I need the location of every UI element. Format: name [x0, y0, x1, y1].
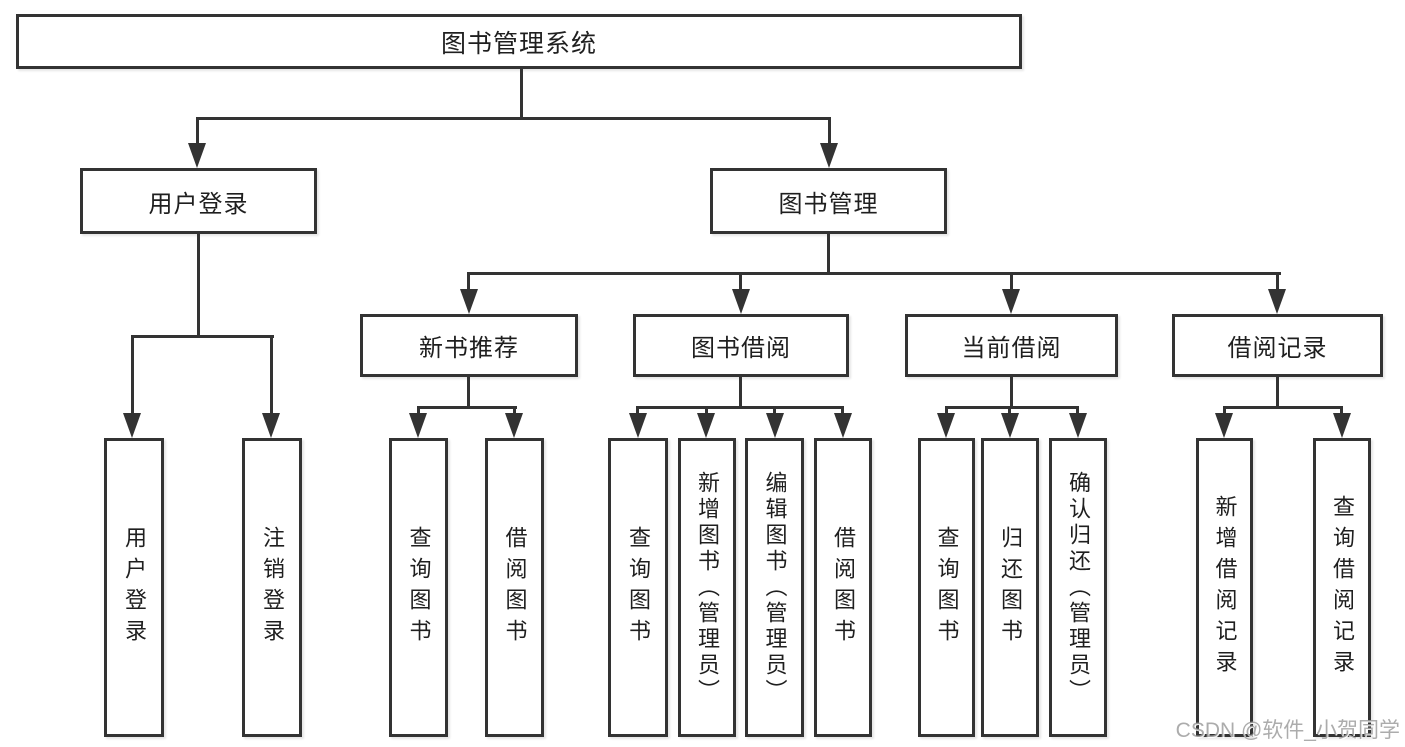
node-library-management-system: 图书管理系统	[16, 14, 1022, 69]
leaf-logout-login: 注销登录	[242, 438, 302, 737]
arrow-down-icon	[697, 413, 715, 438]
node-label: 借阅图书	[502, 525, 528, 650]
arrow-down-icon	[629, 413, 647, 438]
node-borrowing-records: 借阅记录	[1172, 314, 1383, 377]
connector-line	[467, 376, 470, 408]
arrow-down-icon	[505, 413, 523, 438]
arrow-down-icon	[937, 413, 955, 438]
node-label: 借阅图书	[831, 525, 856, 650]
connector-line	[417, 406, 517, 409]
arrow-down-icon	[1001, 413, 1019, 438]
node-label: 新增借阅记录	[1212, 494, 1238, 681]
node-new-book-recommendation: 新书推荐	[360, 314, 578, 377]
node-label: 确认归还（管理员）	[1066, 470, 1091, 705]
csdn-watermark: CSDN @软件_小贺同学	[1175, 719, 1400, 742]
connector-line	[467, 272, 470, 291]
connector-line	[1223, 406, 1343, 409]
connector-line	[1010, 376, 1013, 408]
leaf-borrow-books-recommend: 借阅图书	[485, 438, 544, 737]
arrow-down-icon	[1333, 413, 1351, 438]
arrow-down-icon	[123, 413, 141, 438]
connector-line	[1076, 406, 1079, 415]
leaf-query-books-recommend: 查询图书	[389, 438, 448, 737]
connector-line	[1223, 406, 1226, 415]
connector-line	[520, 68, 523, 119]
connector-line	[467, 272, 1281, 275]
connector-line	[1340, 406, 1343, 415]
arrow-down-icon	[460, 289, 478, 314]
arrow-down-icon	[1215, 413, 1233, 438]
node-label: 查询图书	[626, 525, 651, 650]
node-label: 归还图书	[998, 525, 1023, 650]
connector-line	[773, 406, 776, 415]
node-book-management: 图书管理	[710, 168, 947, 234]
leaf-add-books-admin: 新增图书（管理员）	[678, 438, 736, 737]
connector-line	[739, 376, 742, 408]
connector-line	[945, 406, 948, 415]
connector-line	[196, 117, 199, 145]
connector-line	[1010, 272, 1013, 291]
arrow-down-icon	[1002, 289, 1020, 314]
node-current-borrowing: 当前借阅	[905, 314, 1118, 377]
connector-line	[828, 117, 831, 145]
arrow-down-icon	[1069, 413, 1087, 438]
arrow-down-icon	[766, 413, 784, 438]
arrow-down-icon	[262, 413, 280, 438]
node-label: 查询图书	[934, 525, 960, 650]
leaf-borrow-books-borrowing: 借阅图书	[814, 438, 872, 737]
leaf-edit-books-admin: 编辑图书（管理员）	[745, 438, 804, 737]
node-label: 借阅记录	[1227, 335, 1328, 362]
arrow-down-icon	[409, 413, 427, 438]
node-label: 编辑图书（管理员）	[762, 470, 788, 705]
node-label: 用户登录	[122, 525, 147, 650]
connector-line	[196, 117, 831, 120]
connector-line	[827, 233, 830, 274]
node-label: 当前借阅	[961, 335, 1062, 362]
arrow-down-icon	[732, 289, 750, 314]
leaf-confirm-return-admin: 确认归还（管理员）	[1049, 438, 1107, 737]
node-label: 新增图书（管理员）	[695, 470, 720, 705]
node-label: 查询图书	[406, 525, 432, 650]
leaf-user-login: 用户登录	[104, 438, 164, 737]
arrow-down-icon	[820, 143, 838, 168]
arrow-down-icon	[188, 143, 206, 168]
connector-line	[841, 406, 844, 415]
leaf-query-borrow-record: 查询借阅记录	[1313, 438, 1371, 737]
node-label: 新书推荐	[419, 335, 519, 362]
connector-line	[636, 406, 844, 409]
connector-line	[739, 272, 742, 291]
leaf-query-books-current: 查询图书	[918, 438, 975, 737]
node-label: 查询借阅记录	[1330, 494, 1355, 681]
connector-line	[417, 406, 420, 415]
connector-line	[705, 406, 708, 415]
connector-line	[1276, 272, 1279, 291]
node-label: 图书借阅	[691, 335, 791, 362]
node-label: 图书管理	[778, 190, 879, 218]
node-label: 注销登录	[260, 525, 285, 650]
node-label: 用户登录	[148, 190, 249, 218]
node-user-login: 用户登录	[80, 168, 317, 234]
connector-line	[131, 335, 274, 338]
leaf-query-books-borrowing: 查询图书	[608, 438, 668, 737]
leaf-return-books: 归还图书	[981, 438, 1039, 737]
connector-line	[270, 335, 273, 415]
connector-line	[1276, 376, 1279, 408]
node-book-borrowing: 图书借阅	[633, 314, 849, 377]
node-label: 图书管理系统	[440, 29, 597, 58]
connector-line	[513, 406, 516, 415]
leaf-add-borrow-record: 新增借阅记录	[1196, 438, 1253, 737]
connector-line	[1008, 406, 1011, 415]
connector-line	[197, 233, 200, 337]
arrow-down-icon	[1268, 289, 1286, 314]
connector-line	[131, 335, 134, 415]
arrow-down-icon	[834, 413, 852, 438]
connector-line	[636, 406, 639, 415]
connector-line	[945, 406, 1079, 409]
